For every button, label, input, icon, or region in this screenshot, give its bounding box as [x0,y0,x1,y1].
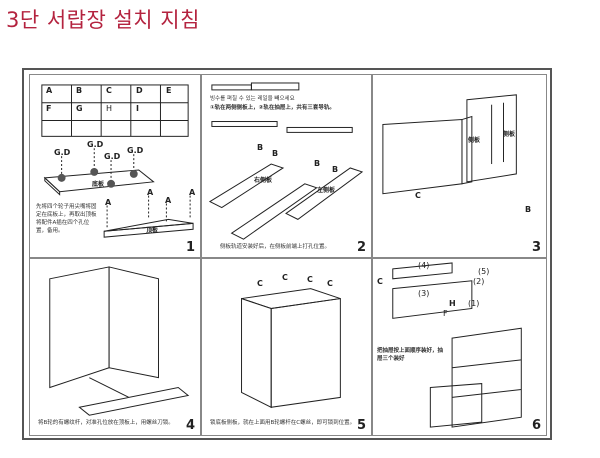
rail-diagram [208,82,364,240]
side-panel-diagram [382,94,517,195]
step-number: 2 [356,240,366,255]
drawer-cabinet-diagram [392,262,522,428]
step-note: ①轨在两侧侧板上，②轨在抽屉上，共有三套导轨。 [210,105,335,111]
board-label: 右侧板 [254,177,273,184]
part-label: D [136,86,143,95]
step-number: 6 [531,418,541,433]
part-label: H [106,104,113,113]
step-panel-5: C C C C 锁底板侧板，就在上面用B轮螺杆在C螺丝，即可锁到位置。 5 [201,258,372,436]
step-number: 4 [185,418,195,433]
part-label: I [136,104,139,113]
part-callout: C [377,277,383,286]
step-panel-6: C (4) (5) (3) (2) H (1) F 把抽屉按上面顺序装好，抽屉三… [372,258,547,436]
cabinet-frame-diagram [241,288,341,409]
part-callout: H [449,299,456,308]
part-callout: A [105,198,112,207]
part-callout: A [189,188,196,197]
part-label: G [76,104,83,113]
board-label: 侧板 [503,131,516,138]
part-label: E [166,86,172,95]
step-note: 先将四个轮子用尖嘴将固定在底板上，再取出顶板将配件A插在四个孔位置，备用。 [36,204,97,234]
board-label: 顶板 [146,227,159,234]
part-label: C [106,86,112,95]
part-callout: C [257,279,263,288]
frame-assembly-diagram [49,266,190,416]
step-note: 将B轮的有螺纹杆，对准孔位放在顶板上，用螺丝刀锁。 [38,420,174,426]
board-label: 左侧板 [317,187,336,194]
parts-and-base-diagram [41,84,194,238]
part-callout: (2) [473,277,485,286]
part-callout: (5) [478,267,490,276]
step-panel-1: A B C D E F G H I G.D G.D G.D G.D A A A … [29,74,201,258]
step-note: 侧板轨道安装好后，在侧板前端上打孔位置。 [220,244,331,250]
part-callout: A [147,188,154,197]
part-callout: A [165,196,172,205]
part-callout: B [272,149,279,158]
step-panel-2: 빙수를 펴칠 수 있는 레일을 빼으세요 ①轨在两侧侧板上，②轨在抽屉上，共有三… [201,74,372,258]
part-callout: F [443,309,448,318]
part-label: A [46,86,53,95]
step-number: 3 [531,240,541,255]
part-callout: B [525,205,532,214]
part-callout: (4) [418,261,430,270]
part-label: F [46,104,52,113]
part-callout: G.D [104,152,121,161]
step-note: 锁底板侧板，就在上面用B轮螺杆在C螺丝，即可锁到位置。 [210,420,356,426]
part-callout: B [257,143,264,152]
step-number: 5 [356,418,366,433]
instruction-sheet: 木 纹 A B C D E F G H I G.D G.D G.D [22,68,552,440]
part-callout: G.D [54,148,71,157]
step-note: 把抽屉按上面顺序装好，抽屉三个装好 [377,348,444,362]
part-callout: G.D [87,140,104,149]
part-callout: B [332,165,339,174]
step-panel-4: 将B轮的有螺纹杆，对准孔位放在顶板上，用螺丝刀锁。 4 [29,258,201,436]
part-callout: (3) [418,289,430,298]
part-callout: (1) [468,299,480,308]
part-callout: C [415,191,421,200]
part-callout: C [307,275,313,284]
step-number: 1 [185,240,195,255]
part-callout: C [282,273,288,282]
step-panel-3: 侧板 侧板 C B 3 [372,74,547,258]
part-callout: C [327,279,333,288]
step-note-korean: 빙수를 펴칠 수 있는 레일을 빼으세요 [210,96,295,102]
page-title: 3단 서랍장 설치 지침 [6,8,200,32]
part-callout: G.D [127,146,144,155]
board-label: 侧板 [468,137,481,144]
part-callout: B [314,159,321,168]
board-label: 底板 [92,181,105,188]
part-label: B [76,86,83,95]
